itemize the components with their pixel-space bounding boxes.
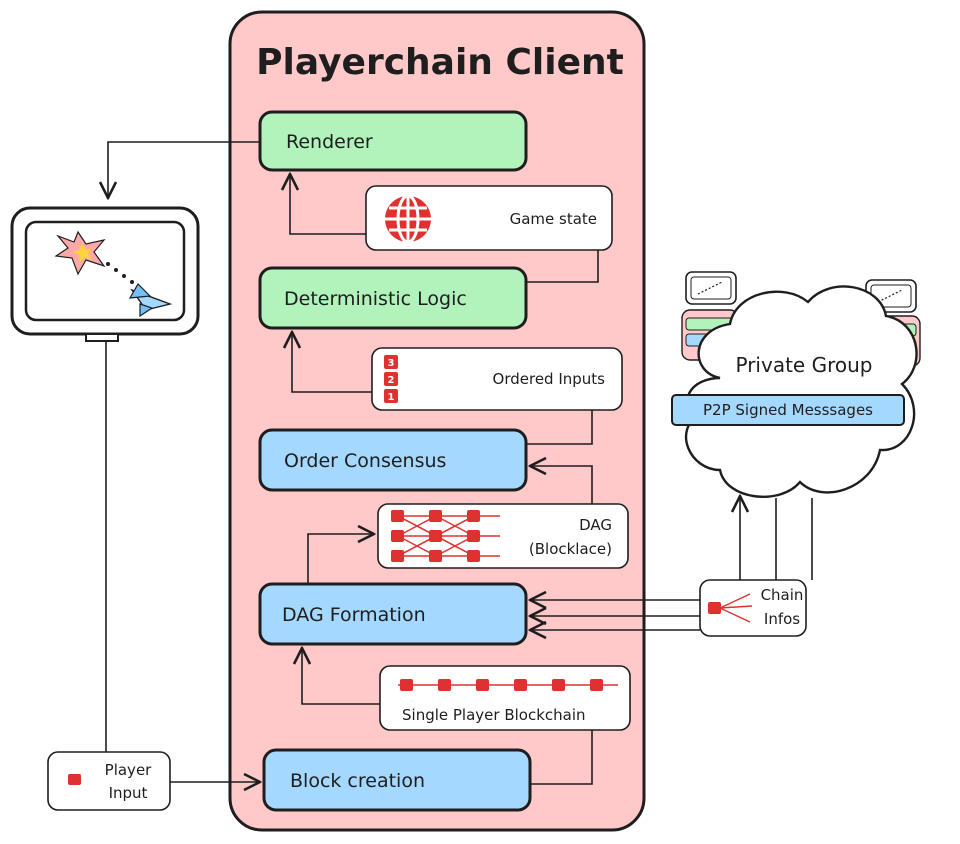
block-creation-box: Block creation — [262, 748, 532, 812]
order-badge-1: 1 — [388, 392, 395, 403]
chain-infos-label-line2: Infos — [764, 610, 800, 628]
chain-infos-label-line1: Chain — [761, 586, 804, 604]
chain-infos-card: Chain Infos — [699, 579, 807, 637]
line-logic-to-game-state — [526, 250, 599, 283]
arrow-renderer-to-screen — [108, 141, 260, 198]
block-creation-label: Block creation — [290, 770, 425, 792]
p2p-messages-bar: P2P Signed Messsages — [671, 394, 905, 426]
dag-graph-icon — [391, 510, 500, 562]
renderer-box: Renderer — [258, 110, 528, 172]
numbered-stack-icon: 3 2 1 — [384, 355, 398, 403]
game-state-card: Game state — [365, 185, 613, 251]
arrow-dag-to-consensus — [530, 466, 593, 504]
game-state-label: Game state — [510, 210, 597, 228]
dag-formation-box: DAG Formation — [258, 582, 528, 646]
dag-label-line2: (Blocklace) — [529, 540, 612, 558]
ordered-inputs-card: 3 2 1 Ordered Inputs — [371, 347, 623, 411]
arrow-game-state-to-renderer — [290, 174, 366, 235]
single-player-blockchain-card: Single Player Blockchain — [379, 665, 631, 731]
private-group-cloud — [684, 285, 918, 498]
order-consensus-box: Order Consensus — [258, 428, 528, 492]
private-group-label: Private Group — [736, 353, 873, 377]
monitor-icon — [10, 206, 200, 342]
spaceship-icon — [128, 283, 173, 318]
arrow-ordered-inputs-to-logic — [292, 332, 372, 393]
player-input-card: Player Input — [47, 751, 171, 811]
single-player-blockchain-label: Single Player Blockchain — [402, 706, 586, 724]
order-badge-2: 2 — [388, 375, 395, 386]
order-consensus-label: Order Consensus — [284, 450, 446, 472]
shot-dots — [106, 262, 134, 284]
order-badge-3: 3 — [388, 358, 395, 369]
line-block-creation-to-blockchain — [530, 730, 593, 785]
explosion-icon — [54, 230, 106, 276]
arrow-dag-formation-to-dag — [307, 534, 374, 584]
deterministic-logic-box: Deterministic Logic — [258, 266, 528, 330]
branch-icon — [708, 593, 753, 623]
dag-blocklace-card: DAG (Blocklace) — [377, 503, 629, 569]
arrow-blockchain-to-dag-formation — [302, 648, 380, 705]
blockchain-icon — [398, 679, 618, 691]
player-input-label-line2: Input — [109, 784, 148, 802]
p2p-messages-label: P2P Signed Messsages — [703, 401, 873, 419]
globe-icon — [385, 194, 431, 244]
ordered-inputs-label: Ordered Inputs — [493, 370, 606, 388]
client-title: Playerchain Client — [256, 42, 624, 83]
player-input-label-line1: Player — [105, 761, 153, 779]
dag-label-line1: DAG — [579, 516, 612, 534]
dag-formation-label: DAG Formation — [282, 604, 426, 626]
deterministic-logic-label: Deterministic Logic — [284, 288, 467, 310]
line-consensus-to-ordered-inputs — [526, 410, 593, 445]
renderer-label: Renderer — [286, 131, 373, 153]
